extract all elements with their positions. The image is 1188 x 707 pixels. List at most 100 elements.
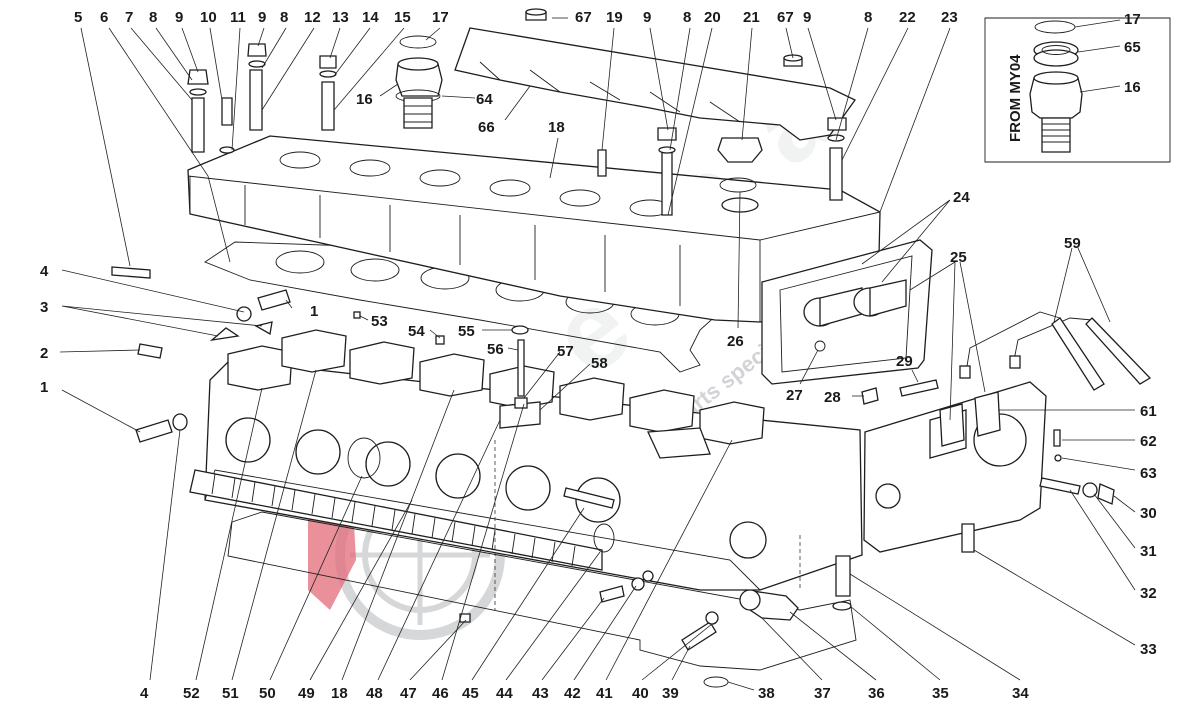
callout-61: 61 [1140, 403, 1157, 420]
callout-52: 52 [183, 685, 200, 702]
callout-50: 50 [259, 685, 276, 702]
callout-28: 28 [824, 389, 841, 406]
callout-18: 18 [548, 119, 565, 136]
callout-29: 29 [896, 353, 913, 370]
callout-32: 32 [1140, 585, 1157, 602]
callout-8b: 8 [280, 9, 288, 26]
callout-56: 56 [487, 341, 504, 358]
callout-65: 65 [1124, 39, 1141, 56]
callout-4: 4 [40, 263, 49, 280]
callout-47: 47 [400, 685, 417, 702]
bolt-33 [961, 523, 975, 553]
callout-9d: 9 [803, 9, 811, 26]
seal-ring-17 [399, 35, 437, 49]
washer-4b [172, 413, 188, 431]
callout-26: 26 [727, 333, 744, 350]
key-3 [209, 327, 240, 341]
callout-23: 23 [941, 9, 958, 26]
callout-12: 12 [304, 9, 321, 26]
bolt-35 [835, 555, 851, 597]
callout-67: 67 [575, 9, 592, 26]
leader-lines [59, 17, 1136, 691]
callout-39: 39 [662, 685, 679, 702]
callout-46: 46 [432, 685, 449, 702]
callout-21: 21 [743, 9, 760, 26]
callout-9: 9 [175, 9, 183, 26]
small-parts [111, 266, 1115, 688]
stud-56 [517, 339, 525, 397]
stud-5 [111, 266, 151, 279]
cap-67-left [525, 8, 547, 21]
callout-14: 14 [362, 9, 379, 26]
callout-27: 27 [786, 387, 803, 404]
callout-6: 6 [100, 9, 108, 26]
sensor-valve-61 [939, 391, 1001, 447]
callout-1: 1 [310, 303, 318, 320]
stud-29 [899, 379, 939, 397]
plug-2 [137, 343, 163, 359]
callout-1b: 1 [40, 379, 48, 396]
callout-9c: 9 [643, 9, 651, 26]
callout-33: 33 [1140, 641, 1157, 658]
callout-37: 37 [814, 685, 831, 702]
cover-plate-24 [761, 239, 933, 385]
inset-from-my04: FROM MY04 [984, 17, 1171, 163]
plug-36 [739, 589, 761, 611]
washer-42 [631, 577, 645, 591]
callout-11: 11 [230, 9, 246, 26]
stud-45 [563, 487, 615, 509]
callout-16b: 16 [1124, 79, 1141, 96]
callout-54: 54 [408, 323, 425, 340]
callout-15: 15 [394, 9, 411, 26]
callout-40: 40 [632, 685, 649, 702]
washer-34 [832, 601, 852, 611]
cylinder-head [189, 329, 863, 591]
callout-42: 42 [564, 685, 581, 702]
callout-35: 35 [932, 685, 949, 702]
callout-45: 45 [462, 685, 479, 702]
callout-9b: 9 [258, 9, 266, 26]
callout-38: 38 [758, 685, 775, 702]
callout-17b: 17 [1124, 11, 1141, 28]
callout-67b: 67 [777, 9, 794, 26]
callout-13: 13 [332, 9, 349, 26]
seal-ring-44 [593, 523, 615, 553]
cap-67-right [783, 54, 803, 67]
seal-ring-50 [347, 437, 381, 479]
nut-30 [1097, 483, 1115, 505]
callout-30: 30 [1140, 505, 1157, 522]
head-gasket [227, 511, 857, 671]
washer-40 [705, 611, 719, 625]
callout-25: 25 [950, 249, 967, 266]
pin-54 [435, 335, 445, 345]
oil-cap [717, 137, 763, 193]
callout-2: 2 [40, 345, 48, 362]
pin-28 [861, 387, 879, 405]
callout-8: 8 [149, 9, 157, 26]
bolt-1 [257, 289, 291, 311]
callout-49: 49 [298, 685, 315, 702]
o-ring-38 [703, 676, 729, 688]
washer-41 [642, 570, 654, 582]
callout-41: 41 [596, 685, 613, 702]
callout-53: 53 [371, 313, 388, 330]
callout-8c: 8 [683, 9, 691, 26]
callout-59: 59 [1064, 235, 1081, 252]
callout-62: 62 [1140, 433, 1157, 450]
washer-63 [1054, 454, 1062, 462]
inset-part-17-seal-ring [1034, 20, 1076, 34]
pin-53 [353, 311, 361, 319]
camshaft [189, 469, 603, 571]
callout-4b: 4 [140, 685, 149, 702]
callout-34: 34 [1012, 685, 1029, 702]
callout-7: 7 [125, 9, 133, 26]
callout-31: 31 [1140, 543, 1157, 560]
callout-3: 3 [40, 299, 48, 316]
key-3b [254, 321, 273, 336]
callout-51: 51 [222, 685, 239, 702]
callout-43: 43 [532, 685, 549, 702]
oil-filler-union [395, 35, 443, 129]
callout-57: 57 [557, 343, 574, 360]
washer-4a [236, 306, 252, 322]
callout-16: 16 [356, 91, 373, 108]
